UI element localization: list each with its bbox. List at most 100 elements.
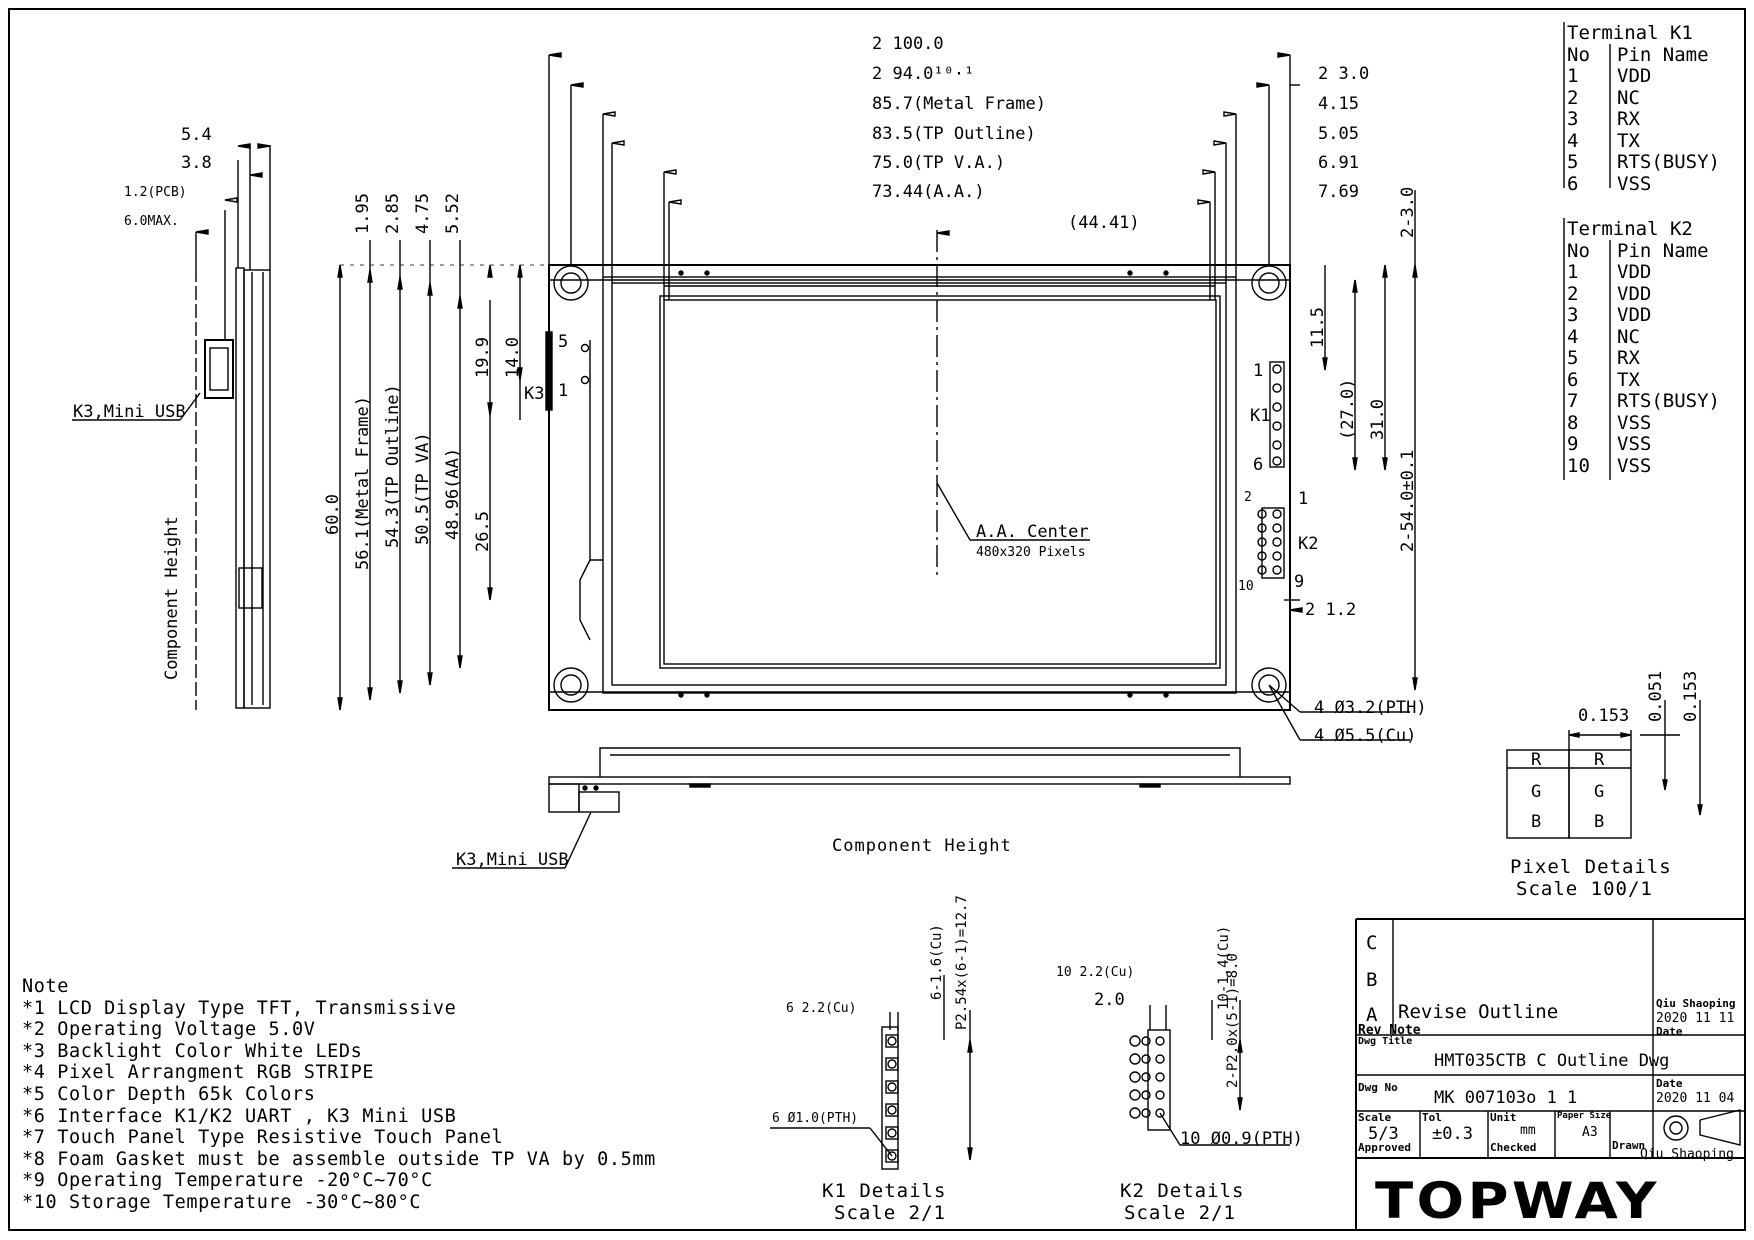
pixel-r-1: R	[1531, 750, 1542, 770]
dim-aa: 73.44(A.A.)	[872, 182, 985, 202]
dim-tp-outline: 83.5(TP Outline)	[872, 124, 1036, 144]
dim-v-tp-outline: 54.3(TP Outline)	[383, 384, 403, 548]
scale-label: Scale	[1358, 1111, 1392, 1124]
dwg-no-label: Dwg No	[1358, 1081, 1398, 1094]
unit-value: mm	[1520, 1123, 1536, 1138]
k1-details-title: K1 Details	[822, 1180, 947, 1202]
dim-v-2-85: 2.85	[383, 193, 403, 234]
drawn-by: Qiu Shaoping	[1640, 1147, 1734, 1162]
note-item: *3 Backlight Color White LEDs	[22, 1040, 363, 1062]
note-item: *4 Pixel Arrangment RGB STRIPE	[22, 1062, 375, 1084]
pixel-b-2: B	[1594, 812, 1605, 832]
notes-title: Note	[22, 976, 69, 997]
dim-v-26-5: 26.5	[473, 511, 493, 552]
k2-hole-dim: 10 Ø0.9(PTH)	[1180, 1129, 1303, 1149]
note-item: *2 Operating Voltage 5.0V	[22, 1019, 316, 1041]
pixel-width-dim: 0.153	[1578, 706, 1630, 726]
top-dimension-lines	[548, 52, 1300, 300]
paper-size-value: A3	[1582, 1125, 1598, 1140]
company-logo: TOPWAY	[1375, 1172, 1660, 1230]
dwg-no: MK 007103o 1 1	[1434, 1088, 1578, 1108]
note-item: *8 Foam Gasket must be assemble outside …	[22, 1148, 656, 1170]
hole-cu-label: 4 Ø5.5(Cu)	[1314, 726, 1417, 746]
terminal-k2-header-pin: Pin Name	[1617, 239, 1709, 262]
drawn-label: Drawn	[1612, 1139, 1646, 1152]
pixel-height-dim: 0.153	[1681, 670, 1701, 722]
k2-pin-10: 10	[1238, 579, 1254, 594]
k2-cu-dim: 10 2.2(Cu)	[1056, 965, 1135, 980]
dim-v-tp-va: 50.5(TP VA)	[413, 432, 433, 545]
left-vertical-dimension-lines	[337, 240, 549, 711]
dim-v-19-9: 19.9	[473, 337, 493, 378]
tolerance-value: ±0.3	[1432, 1124, 1473, 1144]
k1-hole-dim: 6 Ø1.0(PTH)	[772, 1111, 859, 1126]
note-item: *6 Interface K1/K2 UART , K3 Mini USB	[22, 1105, 457, 1127]
terminal-k2-header-no: No	[1567, 239, 1590, 262]
k3-pin-5: 5	[558, 332, 569, 352]
hole-leaders	[1268, 684, 1410, 741]
dim-rv-27: (27.0)	[1338, 378, 1358, 440]
notes-list: Note *1 LCD Display Type TFT, Transmissi…	[22, 976, 656, 1214]
pixel-details-title: Pixel Details	[1510, 856, 1672, 878]
dim-v-aa: 48.96(AA)	[443, 447, 463, 540]
k1-connector-label: K1	[1250, 406, 1271, 426]
dim-rv-2-3: 2-3.0	[1398, 186, 1418, 238]
rev-b: B	[1366, 969, 1378, 991]
dim-metal-frame: 85.7(Metal Frame)	[872, 94, 1046, 114]
issue-date: 2020 11 04	[1656, 1091, 1735, 1106]
terminal-k1-header-no: No	[1567, 43, 1590, 66]
dim-overall-width: 2 100.0	[872, 34, 944, 54]
k1-details-lines	[770, 975, 973, 1170]
dim-v-metal-frame: 56.1(Metal Frame)	[353, 396, 373, 570]
k1-details-scale: Scale 2/1	[834, 1202, 946, 1224]
component-height-side-label: Component Height	[162, 516, 182, 680]
approved-label: Approved	[1358, 1141, 1411, 1154]
note-item: *10 Storage Temperature -30°C~80°C	[22, 1191, 422, 1213]
note-item: *9 Operating Temperature -20°C~70°C	[22, 1170, 433, 1192]
k2-pitch-dim: 2-P2.0x(5-1)=8.0	[1225, 953, 1241, 1088]
date-label-1: Date	[1656, 1025, 1683, 1038]
dim-right-2: 4.15	[1318, 94, 1359, 114]
revise-outline: Revise Outline	[1398, 1001, 1559, 1023]
dim-hole-spacing: 2 94.0¹⁰·¹	[872, 64, 975, 84]
dim-v-5-52: 5.52	[443, 193, 463, 234]
k2-pin-holes	[1257, 509, 1282, 575]
dim-side-max: 6.0MAX.	[124, 214, 179, 229]
k1-pin-6: 6	[1253, 455, 1264, 475]
dim-rv-31: 31.0	[1368, 399, 1388, 440]
mini-usb-label-bottom: K3,Mini USB	[456, 850, 569, 870]
k2-details-scale: Scale 2/1	[1124, 1202, 1236, 1224]
terminal-k1-header-pin: Pin Name	[1617, 43, 1709, 66]
k2-pin-1: 1	[1298, 489, 1309, 509]
dim-v-1-95: 1.95	[353, 193, 373, 234]
aa-center-label: A.A. Center	[976, 522, 1089, 542]
k2-pin-spacing: 2.0	[1094, 990, 1125, 1010]
k1-cu-dim: 6 2.2(Cu)	[786, 1001, 857, 1016]
terminal-table-lines	[1563, 22, 1611, 480]
k3-pin-1: 1	[558, 381, 569, 401]
right-vertical-dimension-lines	[1284, 190, 1418, 691]
dim-v-14-0: 14.0	[503, 337, 523, 378]
note-item: *7 Touch Panel Type Resistive Touch Pane…	[22, 1127, 504, 1149]
tolerance-label: Tol	[1422, 1111, 1442, 1124]
date-label-2: Date	[1656, 1077, 1683, 1090]
terminal-k2-title: Terminal K2	[1567, 218, 1693, 240]
k2-connector-label: K2	[1298, 534, 1319, 554]
scale-value: 5/3	[1368, 1124, 1399, 1144]
bottom-view	[452, 747, 1291, 869]
rev-date-1: 2020 11 11	[1656, 1011, 1735, 1026]
